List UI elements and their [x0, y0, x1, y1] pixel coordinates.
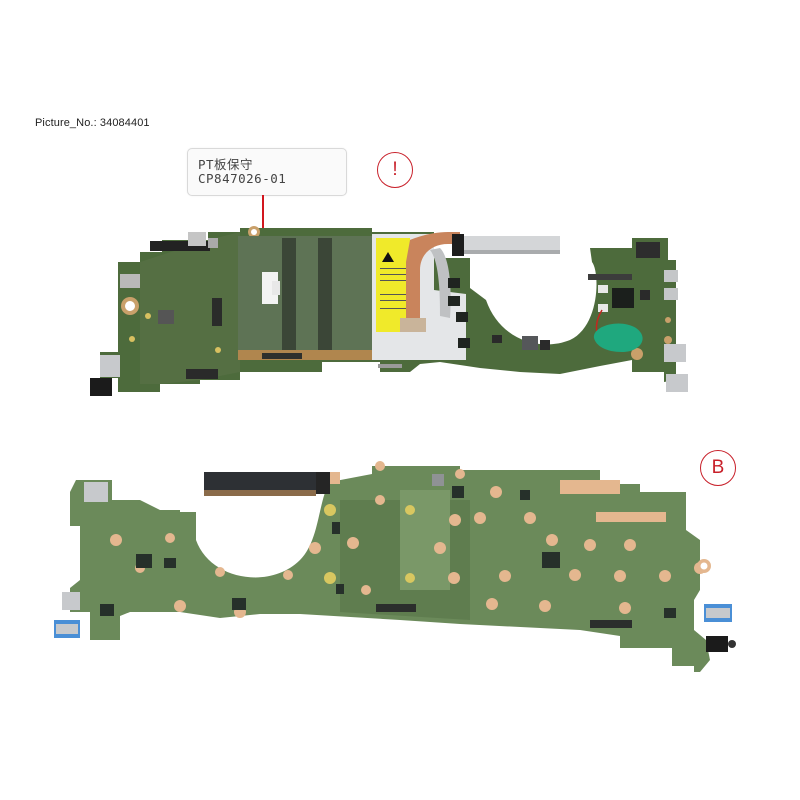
usb-port-right-1: [664, 344, 686, 362]
hdmi-port-bottom: [84, 482, 108, 502]
part-callout-box: PT板保守 CP847026-01: [187, 148, 347, 196]
sd-card-slot: [120, 274, 140, 288]
heatsink-connector: [204, 472, 316, 490]
usb-port-left: [100, 355, 120, 377]
callout-part-name: PT板保守: [198, 157, 254, 172]
m2-connector: [590, 620, 632, 628]
bottom-view-marker: B: [700, 450, 736, 486]
usb-c-port-2: [664, 288, 678, 300]
heatsink-fins: [464, 236, 560, 250]
memory-label-sticker: [262, 272, 278, 304]
chip: [136, 554, 152, 568]
callout-part-number: CP847026-01: [198, 171, 287, 186]
top-view-marker: !: [377, 152, 413, 188]
hdmi-port: [636, 242, 660, 258]
copper-heatpipe: [406, 232, 460, 318]
motherboard-top-view: [90, 226, 688, 396]
cmos-battery: [593, 323, 643, 352]
usb-port-right-2: [666, 374, 688, 392]
picture-number-label: Picture_No.: 34084401: [35, 117, 150, 129]
usb-c-port-1: [664, 270, 678, 282]
audio-jack-bottom: [706, 636, 728, 652]
display-connector: [150, 241, 210, 251]
audio-jack: [90, 378, 112, 396]
ssd-connector: [376, 604, 416, 612]
controller-chip: [612, 288, 634, 308]
usb-c-port-bottom: [62, 592, 80, 610]
thermal-warning-label: [376, 238, 410, 332]
